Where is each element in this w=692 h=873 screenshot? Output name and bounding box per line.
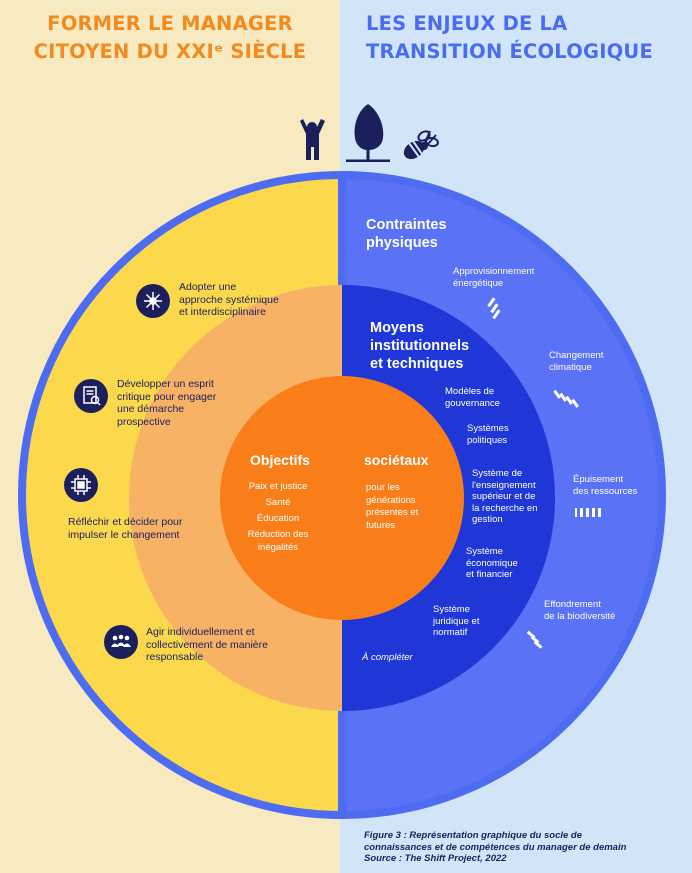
contraintes-title: Contraintes physiques [366,217,447,251]
moyens-extra: À compléter [362,652,413,663]
tree-icon [346,104,390,162]
chip-icon [64,468,98,502]
competence-text-3: Réfléchir et décider pour impulser le ch… [68,516,183,541]
objectif-item-2: Santé [265,497,291,508]
moyen-item-1: Modèles de gouvernance [445,386,500,409]
objectif-item-1: Paix et justice [248,481,308,492]
resources-marks [575,508,601,517]
objectifs-text-right: pour les générations présentes et future… [366,482,419,531]
energy-marks [487,297,501,320]
objectifs-title-left: Objectifs [250,452,310,468]
network-icon [136,284,170,318]
figure-caption: Figure 3 : Représentation graphique du s… [364,830,627,864]
left-title: FORMER LE MANAGER CITOYEN DU XXIᵉ SIÈCLE [33,12,307,63]
contrainte-item-4: Effondrement de la biodiversité [544,599,616,622]
moyen-item-5: Système juridique et normatif [433,604,480,638]
moyen-item-3: Système de l'enseignement supérieur et d… [472,468,538,525]
biodiversity-marks [526,630,543,649]
competence-text-2: Développer un esprit critique pour engag… [117,378,217,428]
group-icon [104,625,138,659]
moyens-title: Moyens institutionnels et techniques [370,320,470,372]
contrainte-item-2: Changement climatique [549,350,604,373]
objectif-item-3: Éducation [256,513,300,524]
competence-text-1: Adopter une approche systémique et inter… [179,281,279,318]
moyen-item-2: Systèmes politiques [467,423,509,446]
person-icon [300,119,325,160]
core-circle [220,376,464,620]
climate-marks [553,389,579,408]
contrainte-item-3: Épuisement des ressources [573,474,638,497]
objectifs-title-right: sociétaux [364,452,429,468]
objectif-item-4: Réduction des inégalités [247,529,309,553]
right-title: LES ENJEUX DE LA TRANSITION ÉCOLOGIQUE [366,12,653,63]
competence-text-4: Agir individuellement et collectivement … [146,626,268,663]
document-search-icon [74,379,108,413]
bee-icon [403,130,439,160]
moyen-item-4: Système économique et financier [466,546,518,580]
contrainte-item-1: Approvisionnement énergétique [453,266,535,289]
